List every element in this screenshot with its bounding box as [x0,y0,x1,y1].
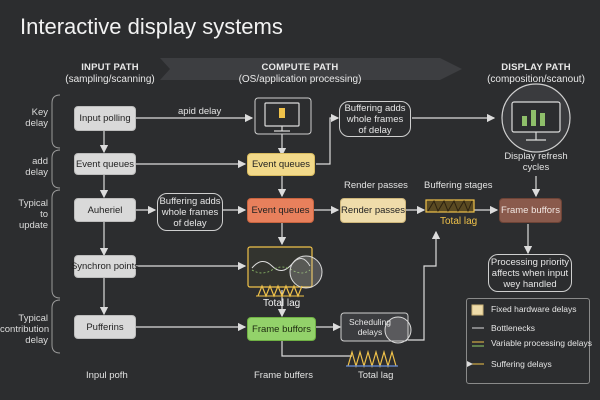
legend-fixed-hardware-label: Fixed hardware delays [491,304,577,314]
input-polling-node[interactable]: Input polling [74,106,136,131]
bracket-row2 [51,149,61,189]
compute-banner [160,58,462,80]
page-title: Interactive display systems [20,14,283,39]
input-path-bottom-label: Inpul pofh [86,370,128,381]
frame-buffers-brown-node[interactable]: Frame buffors [499,198,562,223]
row-label-key-delay: Key delay [25,107,48,129]
legend-suffering-delays: Suffering delays [473,359,552,369]
legend: Fixed hardware delays Bottlenecks Variab… [466,298,592,384]
row-label-typical-update: Typical to update [18,198,48,231]
total-lag-label-bottom: Total lag [358,370,394,381]
render-passes-node[interactable]: Render passes [340,198,406,223]
legend-variable-processing-label: Variable processing delays [491,338,592,348]
bracket-row4 [51,299,61,354]
legend-fixed-hardware: Fixed hardware delays [473,304,577,314]
input-path-title: INPUT PATH [81,62,139,73]
frame-buffers-green-node[interactable]: Frame buffors [247,317,316,341]
row-label-add-delay: add delay [25,156,48,178]
total-lag-label-synchron: Total lag [263,298,301,309]
pufferins-node[interactable]: Pufferins [74,315,136,339]
render-passes-top-label: Render passes [344,180,408,191]
buffering-note-left: Buffering adds whole frames of delay [157,193,223,231]
display-path-title: DISPLAY PATH [501,62,571,73]
compute-path-header: COMPUTE PATH (OS/application processing) [210,62,390,86]
buffering-note-top: Buffering adds whole frames of delay [339,101,411,137]
scheduling-delays-node[interactable]: Scheduling delays [348,317,392,337]
legend-suffering-delays-label: Suffering delays [491,359,552,369]
legend-bottlenecks: Bottlenecks [473,323,535,333]
input-path-header: INPUT PATH (sampling/scanning) [55,62,165,86]
frame-buffers-bottom-label: Frame buffers [254,370,313,381]
event-queues-compute-node[interactable]: Event queues [247,153,315,176]
display-path-header: DISPLAY PATH (composition/scanout) [476,62,596,86]
synchron-points-node[interactable]: Synchron points [71,255,139,278]
bracket-row1 [51,94,61,149]
display-path-subtitle: (composition/scanout) [487,74,585,85]
total-lag-label-yellow: Total lag [440,216,478,227]
auheriel-node[interactable]: Auheriel [74,198,136,222]
apid-delay-label: apid delay [178,106,222,117]
display-refresh-label: Display refresh cycles [504,151,568,173]
buffering-stages-label: Buffering stages [424,180,493,191]
event-queues-orange-node[interactable]: Event queues [247,198,314,223]
bracket-row3 [51,189,61,299]
legend-variable-processing: Variable processing delays [473,338,592,348]
priority-note: Processing priority affects when input w… [488,254,572,292]
compute-path-title: COMPUTE PATH [261,62,339,73]
row-label-typical-contribution: Typical contribution delay [0,313,50,346]
legend-bottlenecks-label: Bottlenecks [491,323,535,333]
input-path-subtitle: (sampling/scanning) [65,74,155,85]
event-queues-input-node[interactable]: Event queues [74,153,136,175]
compute-path-subtitle: (OS/application processing) [238,74,362,85]
